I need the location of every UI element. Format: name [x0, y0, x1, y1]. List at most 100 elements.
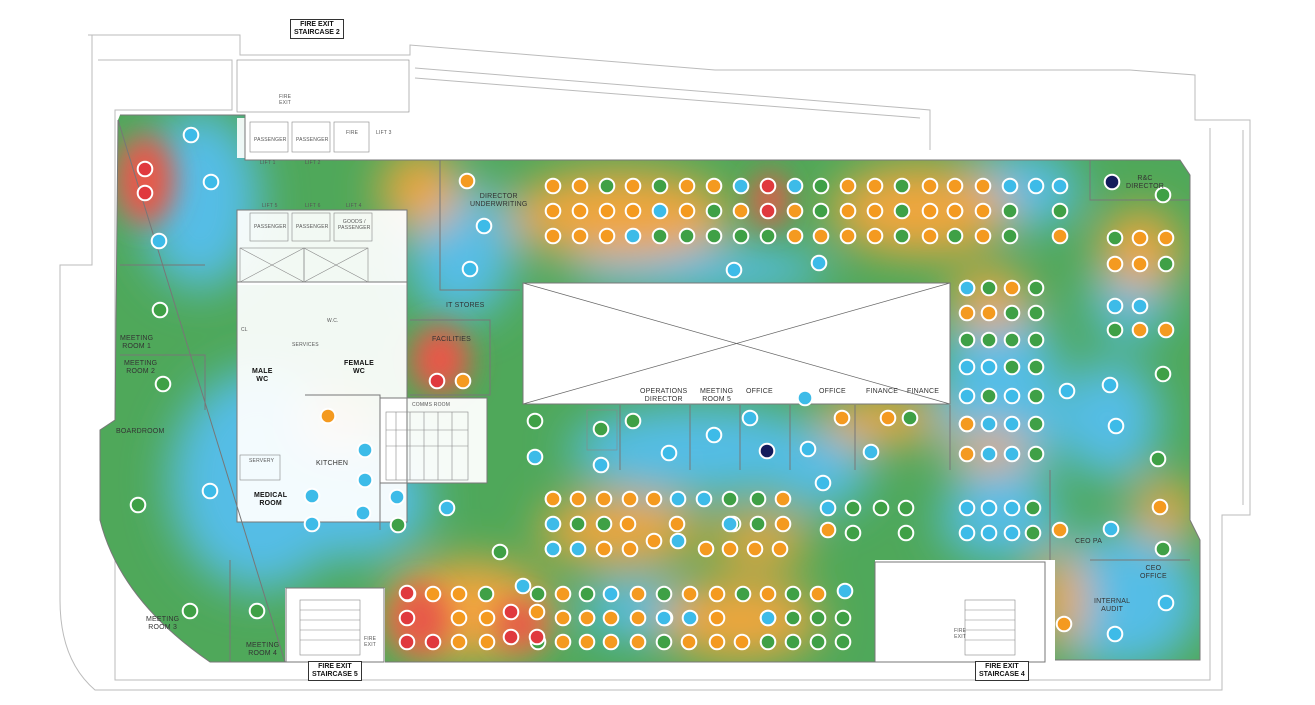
- green-desk-marker[interactable]: [784, 585, 802, 603]
- green-desk-marker[interactable]: [651, 177, 669, 195]
- orange-desk-marker[interactable]: [771, 540, 789, 558]
- green-desk-marker[interactable]: [1027, 279, 1045, 297]
- green-desk-marker[interactable]: [569, 515, 587, 533]
- green-desk-marker[interactable]: [844, 499, 862, 517]
- orange-desk-marker[interactable]: [458, 172, 476, 190]
- orange-desk-marker[interactable]: [680, 633, 698, 651]
- orange-desk-marker[interactable]: [629, 609, 647, 627]
- orange-desk-marker[interactable]: [1055, 615, 1073, 633]
- orange-desk-marker[interactable]: [668, 515, 686, 533]
- green-desk-marker[interactable]: [980, 387, 998, 405]
- blue-desk-marker[interactable]: [1003, 387, 1021, 405]
- orange-desk-marker[interactable]: [544, 490, 562, 508]
- blue-desk-marker[interactable]: [303, 515, 321, 533]
- orange-desk-marker[interactable]: [705, 177, 723, 195]
- green-desk-marker[interactable]: [1154, 540, 1172, 558]
- blue-desk-marker[interactable]: [303, 487, 321, 505]
- green-desk-marker[interactable]: [809, 609, 827, 627]
- green-desk-marker[interactable]: [1001, 227, 1019, 245]
- green-desk-marker[interactable]: [721, 490, 739, 508]
- orange-desk-marker[interactable]: [569, 490, 587, 508]
- blue-desk-marker[interactable]: [1027, 177, 1045, 195]
- red-desk-marker[interactable]: [398, 609, 416, 627]
- orange-desk-marker[interactable]: [1106, 255, 1124, 273]
- blue-desk-marker[interactable]: [602, 585, 620, 603]
- blue-desk-marker[interactable]: [388, 488, 406, 506]
- green-desk-marker[interactable]: [893, 202, 911, 220]
- orange-desk-marker[interactable]: [1051, 521, 1069, 539]
- green-desk-marker[interactable]: [893, 177, 911, 195]
- orange-desk-marker[interactable]: [478, 609, 496, 627]
- orange-desk-marker[interactable]: [450, 633, 468, 651]
- orange-desk-marker[interactable]: [839, 177, 857, 195]
- blue-desk-marker[interactable]: [1001, 177, 1019, 195]
- orange-desk-marker[interactable]: [721, 540, 739, 558]
- green-desk-marker[interactable]: [1027, 415, 1045, 433]
- red-desk-marker[interactable]: [136, 160, 154, 178]
- green-desk-marker[interactable]: [655, 633, 673, 651]
- orange-desk-marker[interactable]: [839, 227, 857, 245]
- orange-desk-marker[interactable]: [571, 227, 589, 245]
- blue-desk-marker[interactable]: [655, 609, 673, 627]
- blue-desk-marker[interactable]: [958, 499, 976, 517]
- orange-desk-marker[interactable]: [571, 202, 589, 220]
- green-desk-marker[interactable]: [129, 496, 147, 514]
- orange-desk-marker[interactable]: [544, 227, 562, 245]
- blue-desk-marker[interactable]: [1003, 445, 1021, 463]
- green-desk-marker[interactable]: [958, 331, 976, 349]
- blue-desk-marker[interactable]: [475, 217, 493, 235]
- green-desk-marker[interactable]: [1154, 365, 1172, 383]
- blue-desk-marker[interactable]: [1101, 376, 1119, 394]
- blue-desk-marker[interactable]: [836, 582, 854, 600]
- orange-desk-marker[interactable]: [708, 585, 726, 603]
- orange-desk-marker[interactable]: [819, 521, 837, 539]
- orange-desk-marker[interactable]: [879, 409, 897, 427]
- orange-desk-marker[interactable]: [1131, 255, 1149, 273]
- green-desk-marker[interactable]: [834, 633, 852, 651]
- red-desk-marker[interactable]: [398, 584, 416, 602]
- blue-desk-marker[interactable]: [569, 540, 587, 558]
- orange-desk-marker[interactable]: [578, 609, 596, 627]
- orange-desk-marker[interactable]: [1131, 321, 1149, 339]
- green-desk-marker[interactable]: [844, 524, 862, 542]
- orange-desk-marker[interactable]: [980, 304, 998, 322]
- red-desk-marker[interactable]: [502, 628, 520, 646]
- green-desk-marker[interactable]: [1027, 387, 1045, 405]
- blue-desk-marker[interactable]: [725, 261, 743, 279]
- red-desk-marker[interactable]: [136, 184, 154, 202]
- orange-desk-marker[interactable]: [1051, 227, 1069, 245]
- orange-desk-marker[interactable]: [554, 633, 572, 651]
- blue-desk-marker[interactable]: [1003, 524, 1021, 542]
- orange-desk-marker[interactable]: [681, 585, 699, 603]
- orange-desk-marker[interactable]: [645, 532, 663, 550]
- orange-desk-marker[interactable]: [602, 609, 620, 627]
- green-desk-marker[interactable]: [784, 609, 802, 627]
- red-desk-marker[interactable]: [428, 372, 446, 390]
- orange-desk-marker[interactable]: [697, 540, 715, 558]
- orange-desk-marker[interactable]: [921, 202, 939, 220]
- orange-desk-marker[interactable]: [866, 227, 884, 245]
- green-desk-marker[interactable]: [901, 409, 919, 427]
- blue-desk-marker[interactable]: [980, 358, 998, 376]
- blue-desk-marker[interactable]: [958, 279, 976, 297]
- green-desk-marker[interactable]: [734, 585, 752, 603]
- green-desk-marker[interactable]: [1003, 331, 1021, 349]
- blue-desk-marker[interactable]: [669, 490, 687, 508]
- blue-desk-marker[interactable]: [1131, 297, 1149, 315]
- green-desk-marker[interactable]: [749, 490, 767, 508]
- green-desk-marker[interactable]: [1154, 186, 1172, 204]
- blue-desk-marker[interactable]: [741, 409, 759, 427]
- green-desk-marker[interactable]: [1024, 524, 1042, 542]
- blue-desk-marker[interactable]: [624, 227, 642, 245]
- green-desk-marker[interactable]: [491, 543, 509, 561]
- orange-desk-marker[interactable]: [974, 202, 992, 220]
- orange-desk-marker[interactable]: [958, 304, 976, 322]
- orange-desk-marker[interactable]: [946, 202, 964, 220]
- green-desk-marker[interactable]: [732, 227, 750, 245]
- blue-desk-marker[interactable]: [1106, 625, 1124, 643]
- green-desk-marker[interactable]: [705, 227, 723, 245]
- green-desk-marker[interactable]: [893, 227, 911, 245]
- green-desk-marker[interactable]: [980, 279, 998, 297]
- blue-desk-marker[interactable]: [810, 254, 828, 272]
- blue-desk-marker[interactable]: [958, 358, 976, 376]
